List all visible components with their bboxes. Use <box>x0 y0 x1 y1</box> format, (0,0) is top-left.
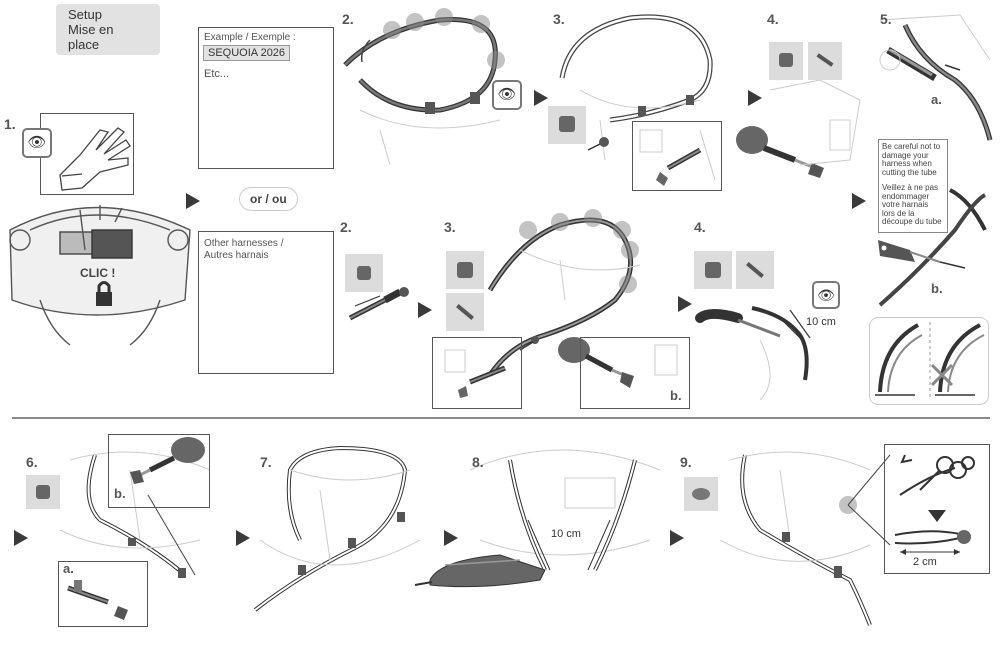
screw-icon <box>446 293 484 331</box>
step-3a-inset <box>632 121 722 191</box>
end-cap-icon <box>548 106 586 144</box>
sub-b-label: b. <box>931 281 943 296</box>
step-3b-number: 3. <box>444 219 456 235</box>
example-box: Example / Exemple : SEQUOIA 2026 Etc... <box>198 27 334 169</box>
step-8-number: 8. <box>472 454 484 470</box>
warning-fr-line: votre harnais <box>882 200 929 209</box>
measure-10cm-label: 10 cm <box>551 528 581 540</box>
step-3b-inset-b <box>580 337 690 409</box>
end-cap-icon <box>769 42 803 80</box>
other-harness-fr: Autres harnais <box>204 250 269 261</box>
end-cap-icon <box>26 475 60 509</box>
step-9-number: 9. <box>680 454 692 470</box>
arrow-icon <box>186 193 200 209</box>
clic-label: CLIC ! <box>80 266 116 280</box>
eye-icon: 👁 <box>22 128 52 158</box>
step-6-inset-b <box>108 434 210 508</box>
comparison-box <box>870 318 988 404</box>
end-cap-icon <box>694 251 732 289</box>
example-box-title: Example / Exemple : <box>204 32 296 43</box>
eye-icon: 👁 <box>492 80 522 110</box>
step-1-number: 1. <box>4 116 16 132</box>
warning-fr-line: endommager <box>882 191 930 201</box>
warning-en-line: cutting the tube <box>882 167 937 177</box>
other-harness-box: Other harnesses / Autres harnais <box>198 231 334 374</box>
step-5-number: 5. <box>880 11 892 27</box>
end-cap-icon <box>446 251 484 289</box>
measure-2cm-label: 2 cm <box>913 556 937 568</box>
step-2a-number: 2. <box>342 11 354 27</box>
screw-icon <box>736 251 774 289</box>
warning-fr-line: lors de la <box>882 208 915 218</box>
example-etc: Etc... <box>204 68 230 80</box>
step-3b-inset-a <box>432 337 522 409</box>
warning-fr-line: découpe du tube <box>882 217 942 226</box>
step-9-knot-inset <box>884 444 990 574</box>
lock-icon <box>96 281 112 306</box>
step-6-number: 6. <box>26 454 38 470</box>
arrow-icon <box>534 90 548 106</box>
arrow-icon <box>418 302 432 318</box>
step-6-inset-a <box>58 561 148 627</box>
warning-en-line: harness when <box>882 159 932 168</box>
warning-en-line: damage your <box>882 150 929 160</box>
setup-title: Setup Mise en place <box>56 4 160 55</box>
arrow-icon <box>678 296 692 312</box>
or-label: or / ou <box>240 188 297 210</box>
warning-fr: Veillez à ne pas endommager votre harnai… <box>882 183 942 227</box>
step-1-glove-box <box>40 113 134 195</box>
end-cap-icon <box>345 254 383 292</box>
arrow-icon <box>748 90 762 106</box>
warning-en-line: Be careful not to <box>882 142 941 151</box>
arrow-icon <box>14 530 28 546</box>
arrow-icon <box>444 530 458 546</box>
arrow-icon <box>852 193 866 209</box>
setup-title-fr: Mise en place <box>68 22 114 52</box>
eye-icon: 👁 <box>812 281 840 309</box>
step-3a-number: 3. <box>553 11 565 27</box>
setup-title-en: Setup <box>68 7 102 22</box>
step-7-number: 7. <box>260 454 272 470</box>
step-4b-number: 4. <box>694 219 706 235</box>
step-2b-number: 2. <box>340 219 352 235</box>
sub-b-label: b. <box>114 486 126 501</box>
step-4a-number: 4. <box>767 11 779 27</box>
warning-box: Be careful not to damage your harness wh… <box>878 139 948 233</box>
other-harness-en: Other harnesses / <box>204 238 284 249</box>
sub-a-label: a. <box>63 561 74 576</box>
sub-a-label: a. <box>931 92 942 107</box>
example-model-label: SEQUOIA 2026 <box>203 45 291 61</box>
arrow-icon <box>670 530 684 546</box>
arrow-icon <box>236 530 250 546</box>
measure-10cm-label: 10 cm <box>806 316 836 328</box>
sub-b-label: b. <box>670 388 682 403</box>
warning-en: Be careful not to damage your harness wh… <box>882 142 941 177</box>
warning-fr-line: Veillez à ne pas <box>882 183 939 192</box>
screw-icon <box>808 42 842 80</box>
washer-icon <box>684 477 718 511</box>
